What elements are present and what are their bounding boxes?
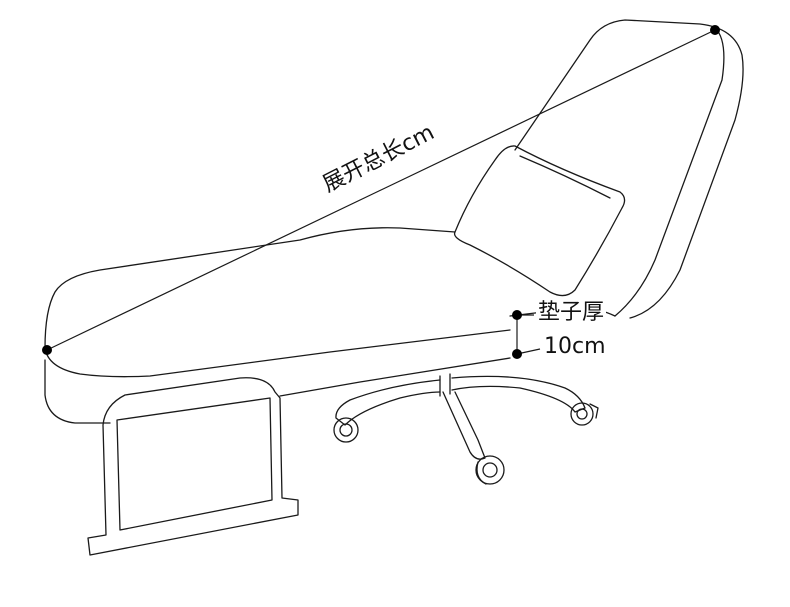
caster-front-inner [482,462,498,478]
total-length-endpoint-left [42,345,52,355]
thickness-endpoint-bottom [512,349,522,359]
backrest-inner-edge [614,27,725,317]
caster-left-inner [339,423,353,437]
base-column [439,373,451,397]
seat-cushion-underside [279,357,511,397]
cushion-thickness-value: 10cm [542,334,608,359]
base-leg-right [451,375,586,413]
pillow-seam [519,155,611,199]
total-length-dimension-line [46,29,716,351]
seat-cushion-bottom [44,359,111,424]
seat-cushion-top [44,227,456,349]
caster-right [570,402,594,426]
thickness-endpoint-top [512,310,522,320]
base-leg-front [442,391,486,460]
base-leg-left [335,379,441,426]
total-length-endpoint-right [710,25,720,35]
caster-left [333,417,359,443]
caster-right-inner [576,408,588,420]
cushion-thickness-label: 垫子厚 [536,300,607,325]
caster-right-mount [589,403,599,419]
footrest-frame-outer [87,377,299,556]
caster-front-mount [476,461,487,485]
footrest-frame-inner [116,397,273,531]
pillow [453,145,626,297]
caster-front [475,455,505,485]
backrest-outline [514,19,744,319]
seat-cushion-front-edge [44,329,511,378]
